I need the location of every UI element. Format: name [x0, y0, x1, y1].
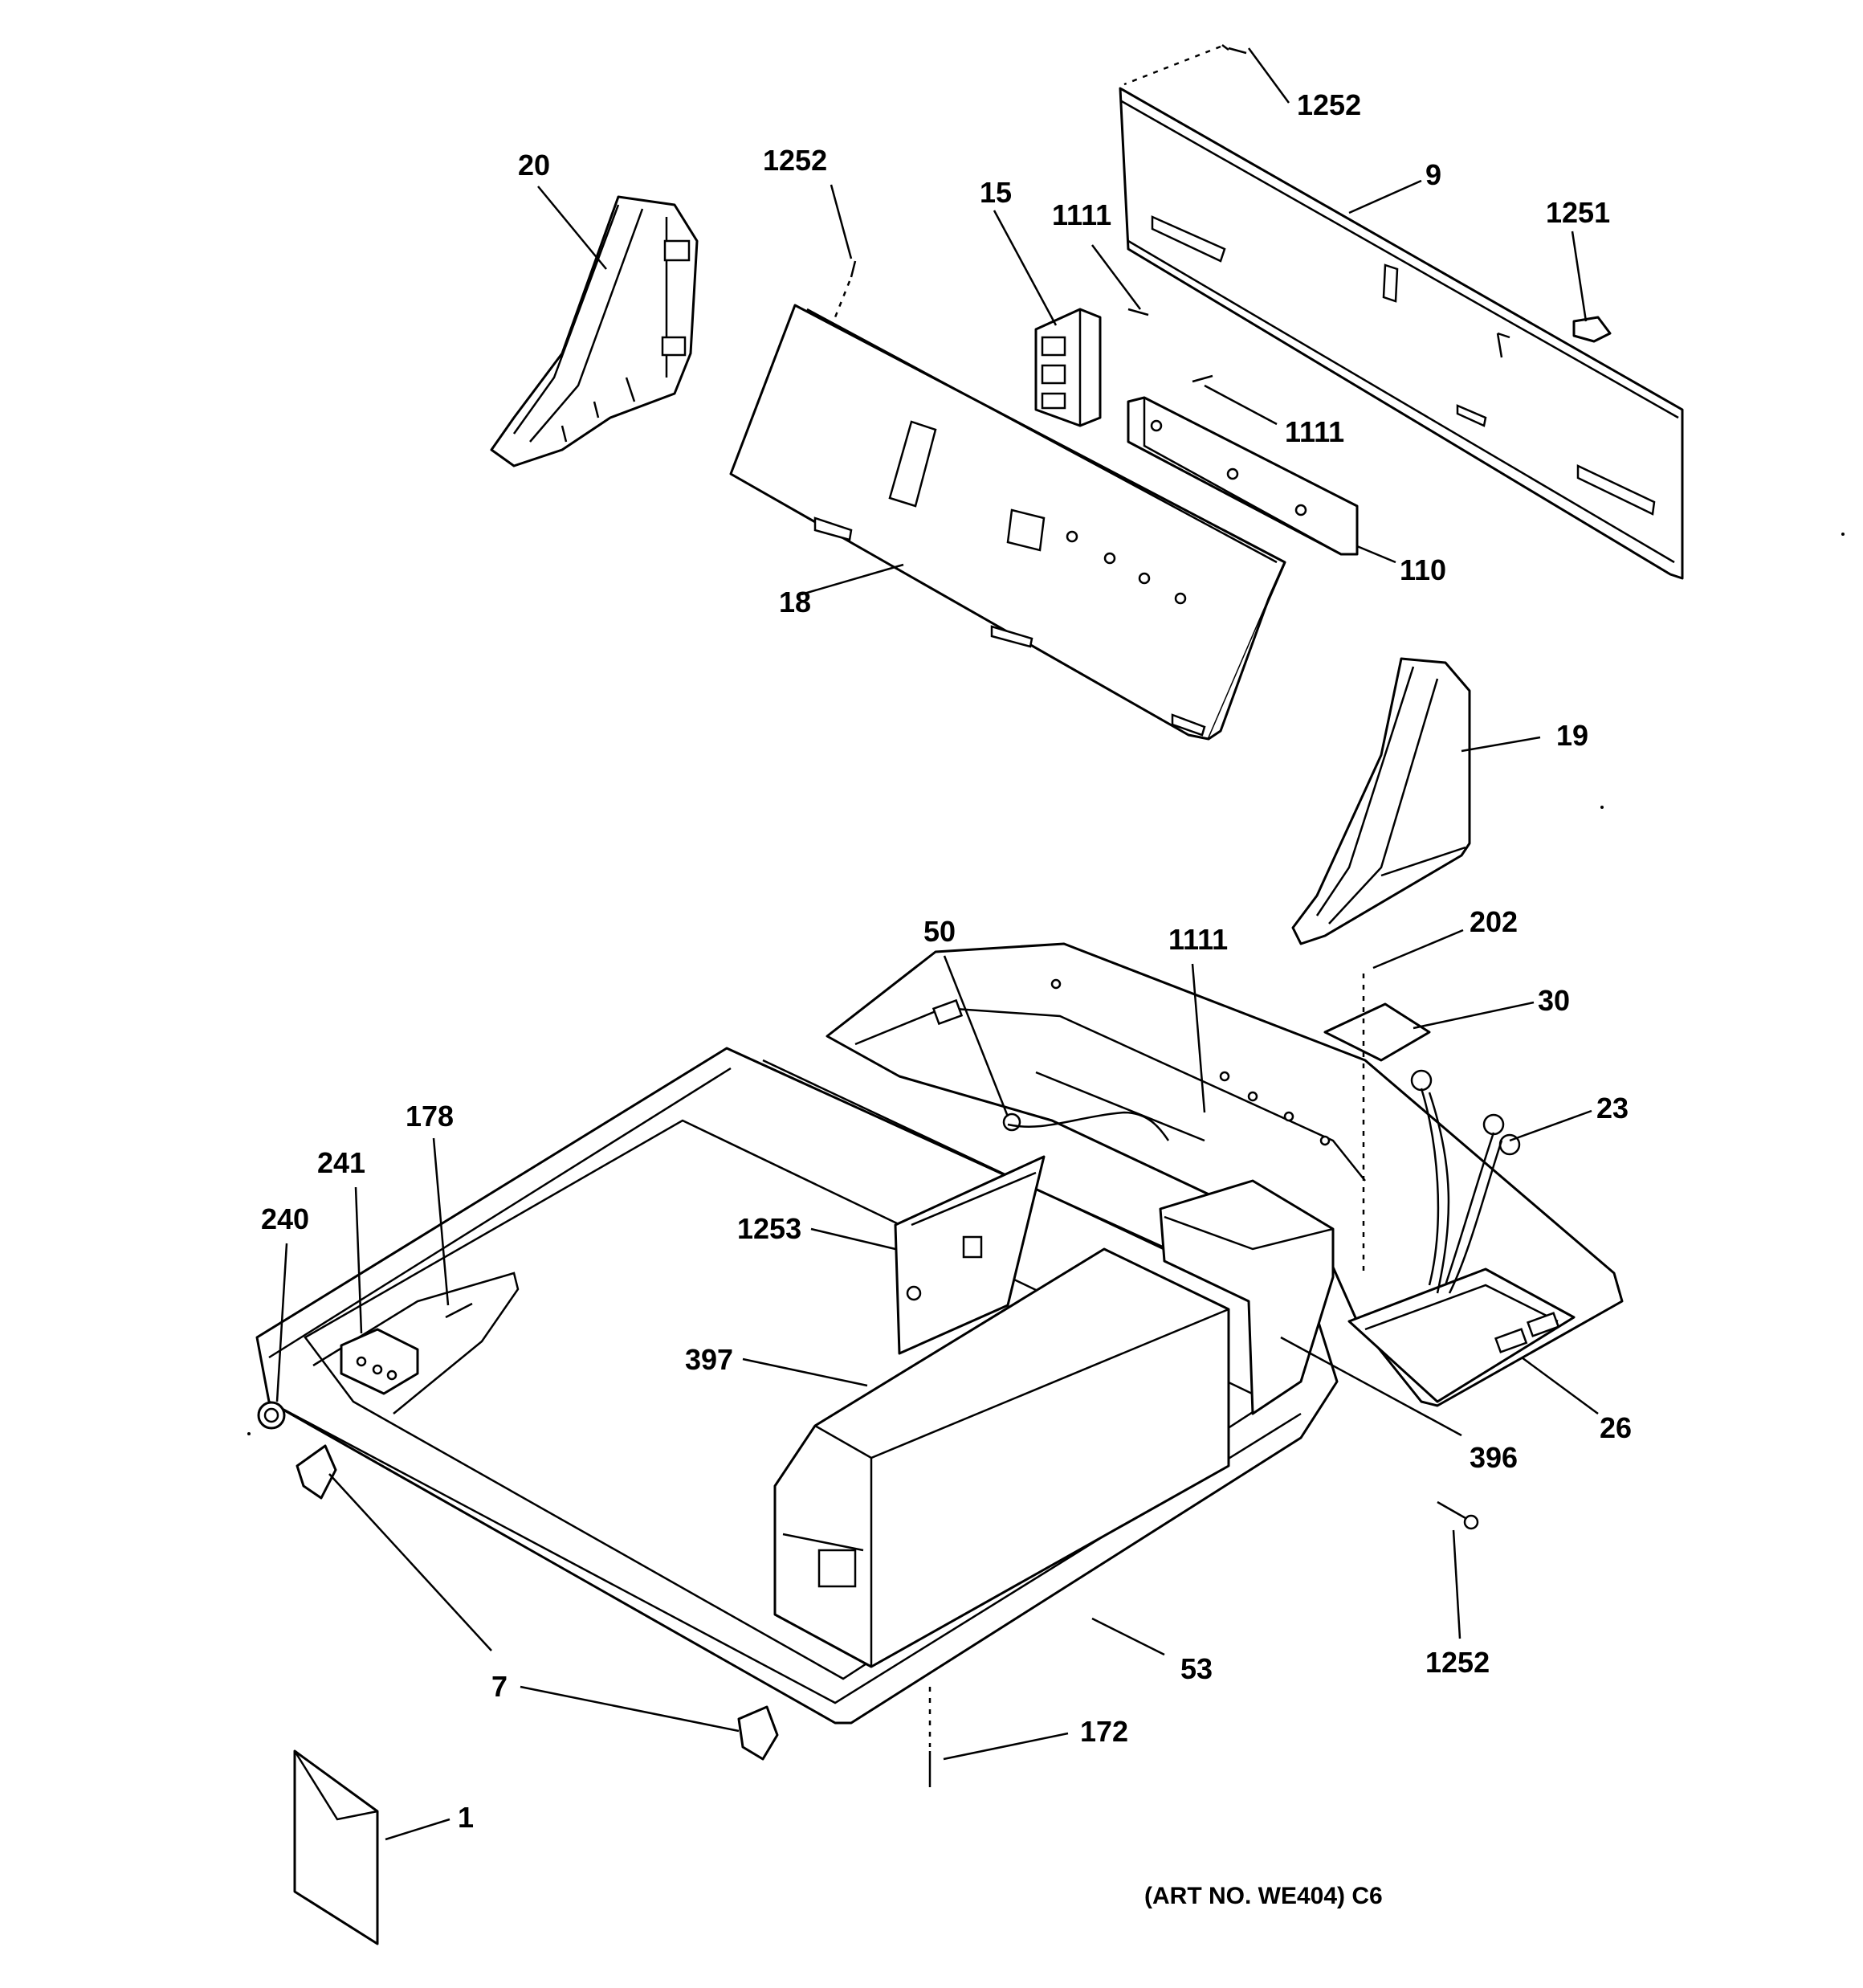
scan-speck [1841, 533, 1845, 536]
label-part-1251: 1251 [1546, 196, 1610, 229]
label-part-30: 30 [1538, 984, 1570, 1017]
label-part-1111-c: 1111 [1168, 923, 1228, 956]
part-23-connector-c [1498, 1133, 1521, 1156]
screw-1111-a [1127, 308, 1149, 316]
part-1253-bracket [894, 1155, 1046, 1355]
label-part-241: 241 [317, 1146, 365, 1179]
part-23-wire-harness [1420, 1088, 1503, 1294]
label-part-202: 202 [1470, 905, 1518, 938]
part-30-plate [1323, 1002, 1431, 1062]
part-9-back-panel [1119, 87, 1684, 580]
label-part-20: 20 [518, 149, 550, 182]
label-part-1111-b: 1111 [1285, 415, 1344, 448]
part-7-clip-left [296, 1444, 337, 1500]
scan-speck [247, 1432, 251, 1435]
part-397-duct [773, 1247, 1230, 1668]
part-1251-clip [1572, 316, 1612, 343]
label-part-1252-right: 1252 [1297, 88, 1361, 121]
part-19-right-endcap [1291, 657, 1471, 945]
screw-1111-b [1192, 374, 1213, 383]
part-50-terminal [1002, 1112, 1021, 1132]
label-part-397: 397 [685, 1343, 733, 1376]
part-1-envelope [293, 1749, 379, 1945]
part-178-screw [445, 1302, 473, 1319]
label-part-15: 15 [980, 176, 1012, 209]
label-part-18: 18 [779, 586, 811, 618]
screw-1252-bottom-head [1463, 1514, 1479, 1530]
label-part-396: 396 [1470, 1441, 1518, 1474]
part-240-knob [257, 1401, 286, 1430]
label-part-9: 9 [1425, 158, 1441, 191]
label-part-23: 23 [1596, 1092, 1629, 1125]
label-part-1253: 1253 [737, 1212, 801, 1245]
part-26-top-rear-panel [826, 942, 1624, 1407]
label-part-110: 110 [1400, 553, 1446, 586]
part-50-cable [1007, 1111, 1170, 1141]
label-part-1252-top: 1252 [763, 144, 827, 177]
screw-1252-right [1221, 44, 1247, 55]
label-part-1111-a: 1111 [1052, 198, 1111, 231]
part-18-control-panel [729, 304, 1286, 741]
label-part-1: 1 [458, 1801, 474, 1834]
scan-speck [1600, 806, 1604, 809]
part-110-bracket [1127, 396, 1359, 556]
part-23-connector-b [1482, 1113, 1505, 1136]
part-7-clip-right [737, 1705, 779, 1761]
part-15-switch [1034, 308, 1102, 427]
label-part-178: 178 [406, 1100, 454, 1133]
label-part-53: 53 [1180, 1652, 1213, 1685]
label-part-240: 240 [261, 1202, 309, 1235]
part-number-labels: 20 1252 15 1111 1252 9 1251 1111 110 18 … [261, 88, 1632, 1834]
screw-1252-top [850, 260, 857, 278]
part-396-shroud [1159, 1179, 1335, 1415]
label-part-26: 26 [1600, 1411, 1632, 1444]
alignment-line-1252-right [1123, 45, 1221, 86]
label-part-7: 7 [491, 1670, 508, 1703]
leader-lines [275, 47, 1599, 1841]
label-part-172: 172 [1080, 1715, 1128, 1748]
part-241-button-block [312, 1272, 520, 1414]
screw-1252-bottom [1437, 1500, 1466, 1520]
label-part-1252-bottom: 1252 [1425, 1646, 1490, 1679]
label-part-19: 19 [1556, 719, 1588, 752]
art-number-caption: (ART NO. WE404) C6 [1144, 1883, 1383, 1909]
label-part-50: 50 [923, 915, 956, 948]
part-23-connector-a [1410, 1069, 1433, 1092]
alignment-line-1252-top [834, 280, 851, 318]
part-20-left-endcap [490, 195, 699, 467]
